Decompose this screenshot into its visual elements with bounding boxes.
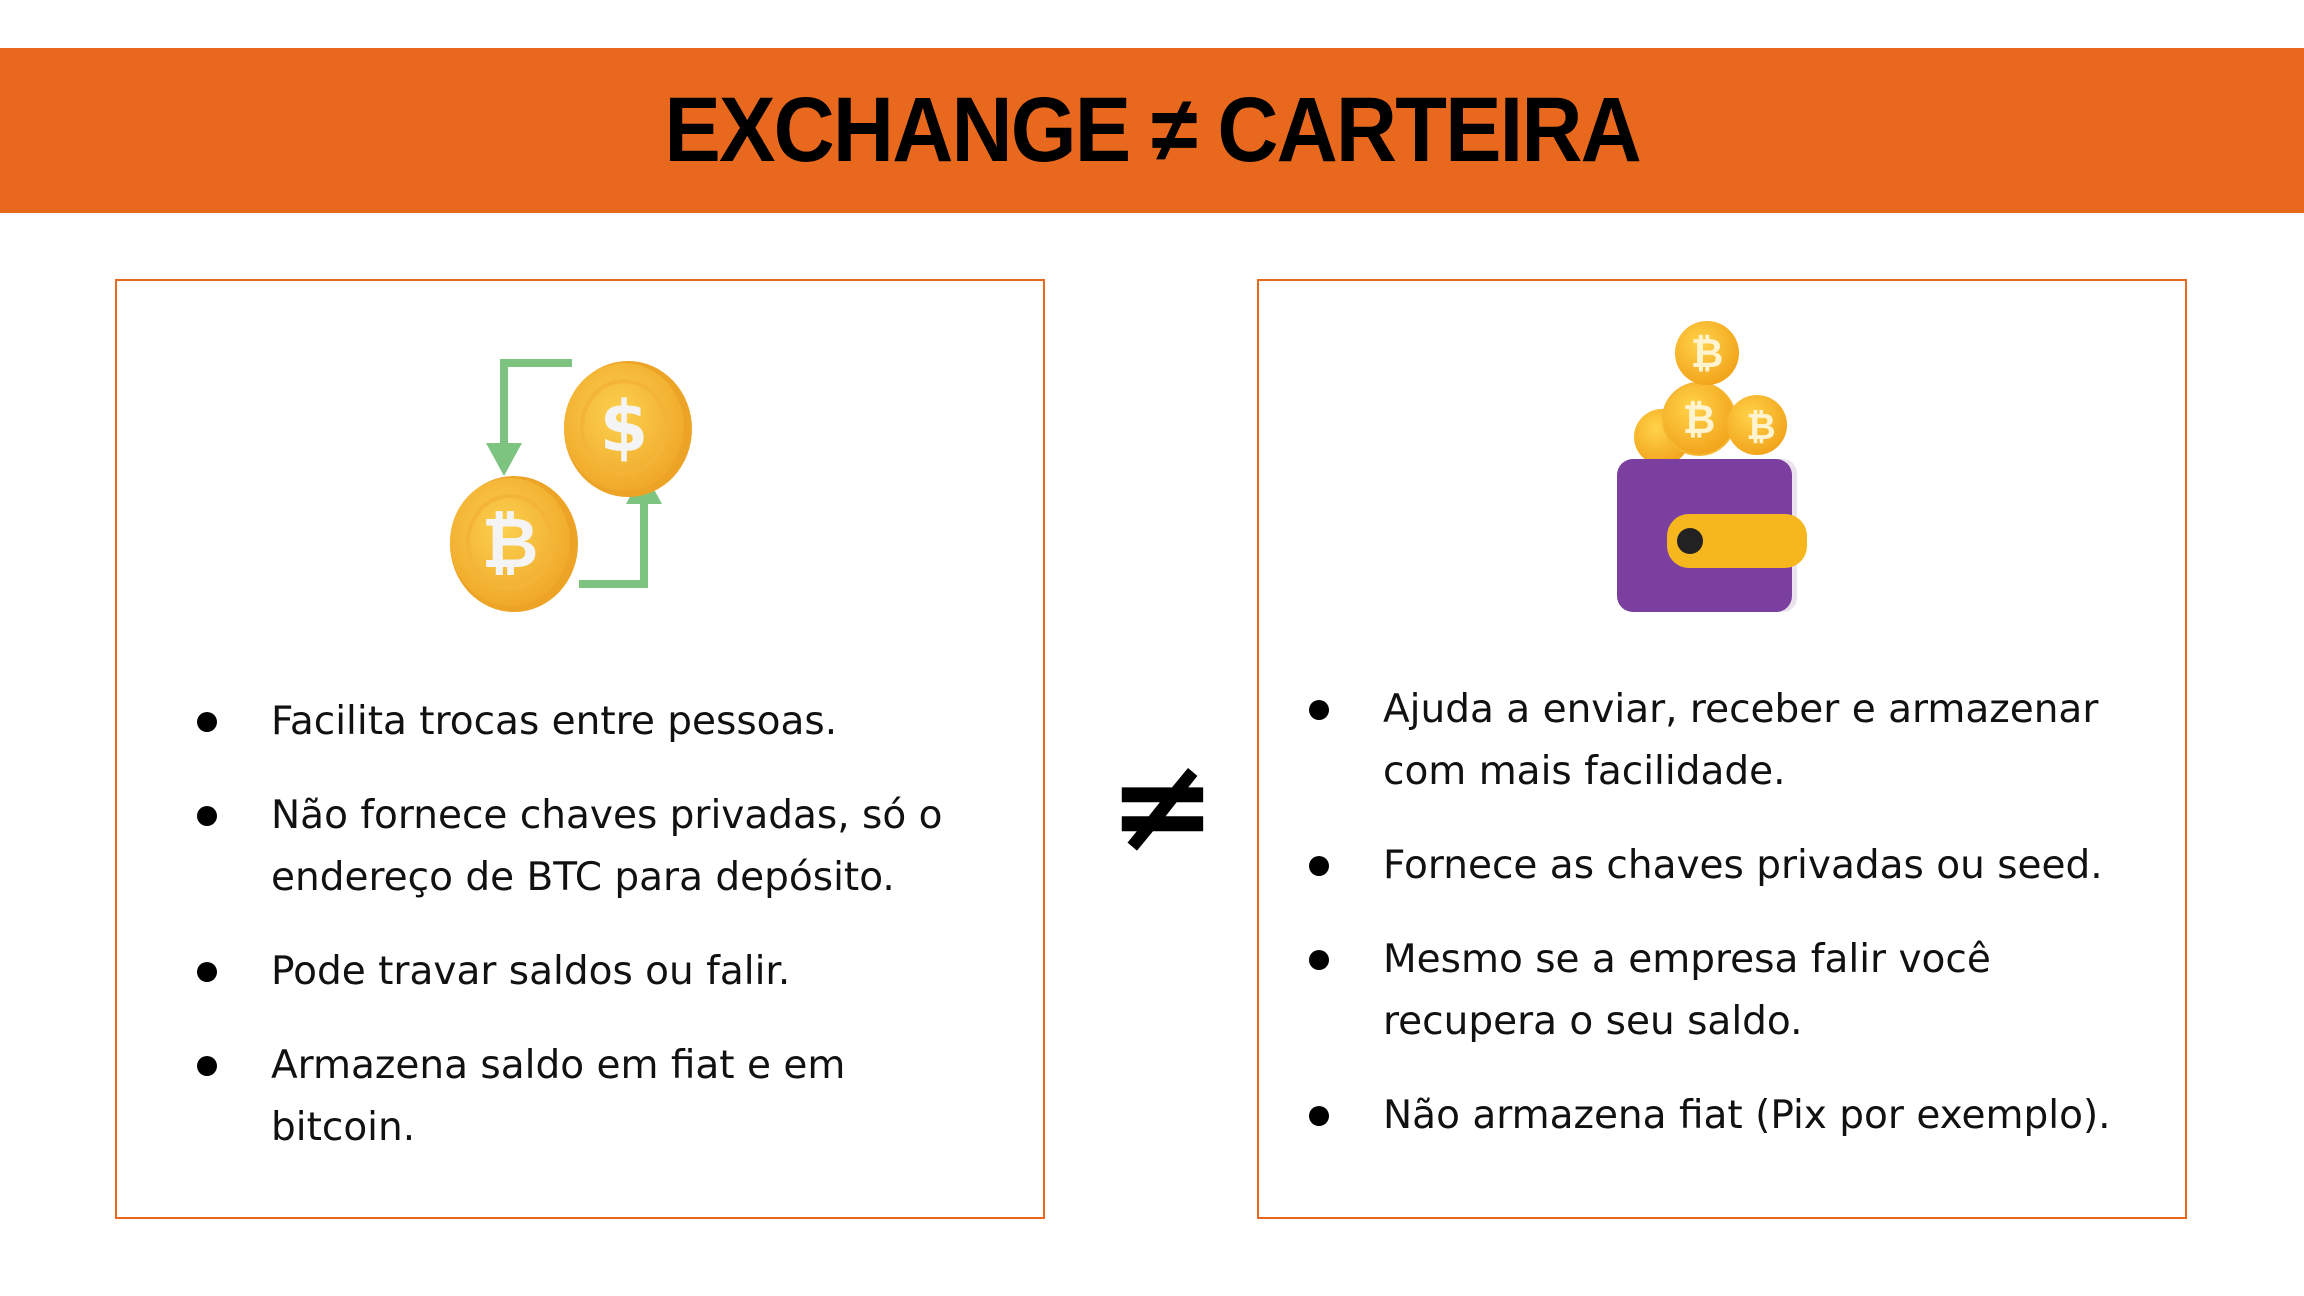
bitcoin-wallet-icon: ₿ ₿ ₿ xyxy=(1617,321,1807,612)
bullet-icon xyxy=(197,712,217,732)
bullet-icon xyxy=(197,806,217,826)
svg-text:₿: ₿ xyxy=(1683,397,1716,443)
list-item-text: Fornece as chaves privadas ou seed. xyxy=(1383,843,2103,888)
bullet-icon xyxy=(1309,950,1329,970)
list-item-text: Não fornece chaves privadas, só o endere… xyxy=(271,793,943,900)
list-item-text: Pode travar saldos ou falir. xyxy=(271,949,791,994)
exchange-card: $ ₿ Facilita trocas entre pessoas. Não f… xyxy=(115,279,1045,1219)
list-item: Armazena saldo em fiat e em bitcoin. xyxy=(197,1035,991,1159)
list-item: Pode travar saldos ou falir. xyxy=(197,941,991,1003)
list-item-text: Mesmo se a empresa falir você recupera o… xyxy=(1383,937,1991,1044)
list-item: Ajuda a enviar, receber e armazenar com … xyxy=(1309,679,2143,803)
svg-text:₿: ₿ xyxy=(1691,331,1724,377)
wallet-feature-list: Ajuda a enviar, receber e armazenar com … xyxy=(1309,679,2143,1179)
bullet-icon xyxy=(1309,1106,1329,1126)
svg-text:₿: ₿ xyxy=(1746,407,1775,448)
list-item: Não armazena fiat (Pix por exemplo). xyxy=(1309,1085,2143,1147)
exchange-feature-list: Facilita trocas entre pessoas. Não forne… xyxy=(197,691,991,1191)
list-item: Mesmo se a empresa falir você recupera o… xyxy=(1309,929,2143,1053)
svg-text:₿: ₿ xyxy=(481,502,538,584)
list-item-text: Ajuda a enviar, receber e armazenar com … xyxy=(1383,687,2099,794)
not-equal-symbol: ≠ xyxy=(1108,729,1217,881)
bullet-icon xyxy=(197,1056,217,1076)
list-item-text: Facilita trocas entre pessoas. xyxy=(271,699,838,744)
bullet-icon xyxy=(1309,856,1329,876)
page-title: EXCHANGE ≠ CARTEIRA xyxy=(664,79,1641,181)
list-item-text: Não armazena fiat (Pix por exemplo). xyxy=(1383,1093,2111,1138)
wallet-card: ₿ ₿ ₿ Ajuda a enviar, receber e armazena… xyxy=(1257,279,2187,1219)
list-item: Não fornece chaves privadas, só o endere… xyxy=(197,785,991,909)
title-banner: EXCHANGE ≠ CARTEIRA xyxy=(0,48,2304,213)
bullet-icon xyxy=(197,962,217,982)
list-item: Fornece as chaves privadas ou seed. xyxy=(1309,835,2143,897)
svg-text:$: $ xyxy=(600,386,649,468)
currency-exchange-icon: $ ₿ xyxy=(450,359,692,612)
list-item-text: Armazena saldo em fiat e em bitcoin. xyxy=(271,1043,846,1150)
bullet-icon xyxy=(1309,700,1329,720)
list-item: Facilita trocas entre pessoas. xyxy=(197,691,991,753)
